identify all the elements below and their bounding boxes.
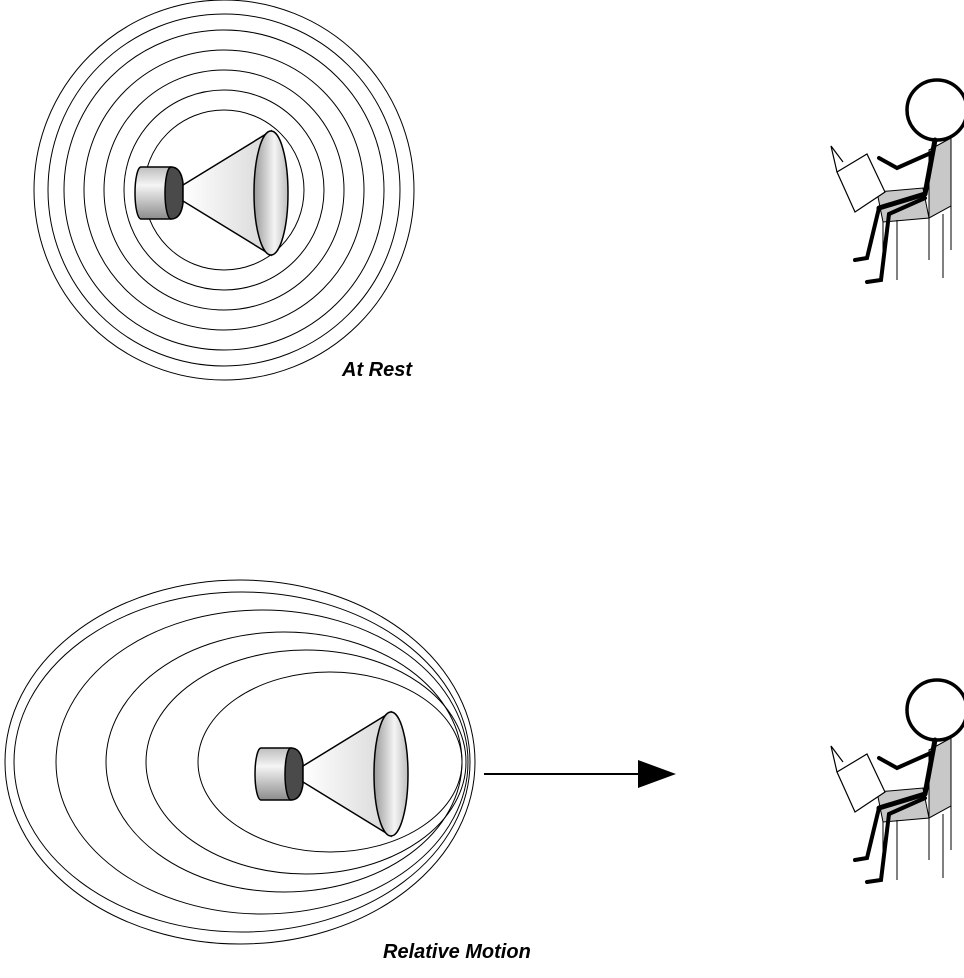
wavefront-3 xyxy=(105,631,463,893)
wavefront-4 xyxy=(55,609,469,915)
relative-motion-panel: Relative Motion xyxy=(4,579,964,963)
loudspeaker-icon xyxy=(134,130,289,256)
wavefront-6 xyxy=(4,579,476,945)
wavefront-3 xyxy=(103,69,345,311)
seated-reader-icon xyxy=(831,680,964,882)
seated-reader-icon xyxy=(831,80,964,282)
concentric-wavefronts xyxy=(33,0,415,381)
wavefront-2 xyxy=(123,89,325,291)
at-rest-label: At Rest xyxy=(341,359,413,381)
wavefront-5 xyxy=(63,29,385,351)
loudspeaker-icon xyxy=(254,711,409,837)
wavefront-4 xyxy=(83,49,365,331)
wavefront-5 xyxy=(13,591,471,933)
wavefront-7 xyxy=(33,0,415,381)
relative-motion-label: Relative Motion xyxy=(383,941,531,963)
compressed-wavefronts xyxy=(4,579,476,945)
wavefront-2 xyxy=(145,649,467,875)
right-arrow-icon xyxy=(484,760,676,788)
wavefront-6 xyxy=(47,13,401,367)
at-rest-panel: At Rest xyxy=(33,0,964,381)
